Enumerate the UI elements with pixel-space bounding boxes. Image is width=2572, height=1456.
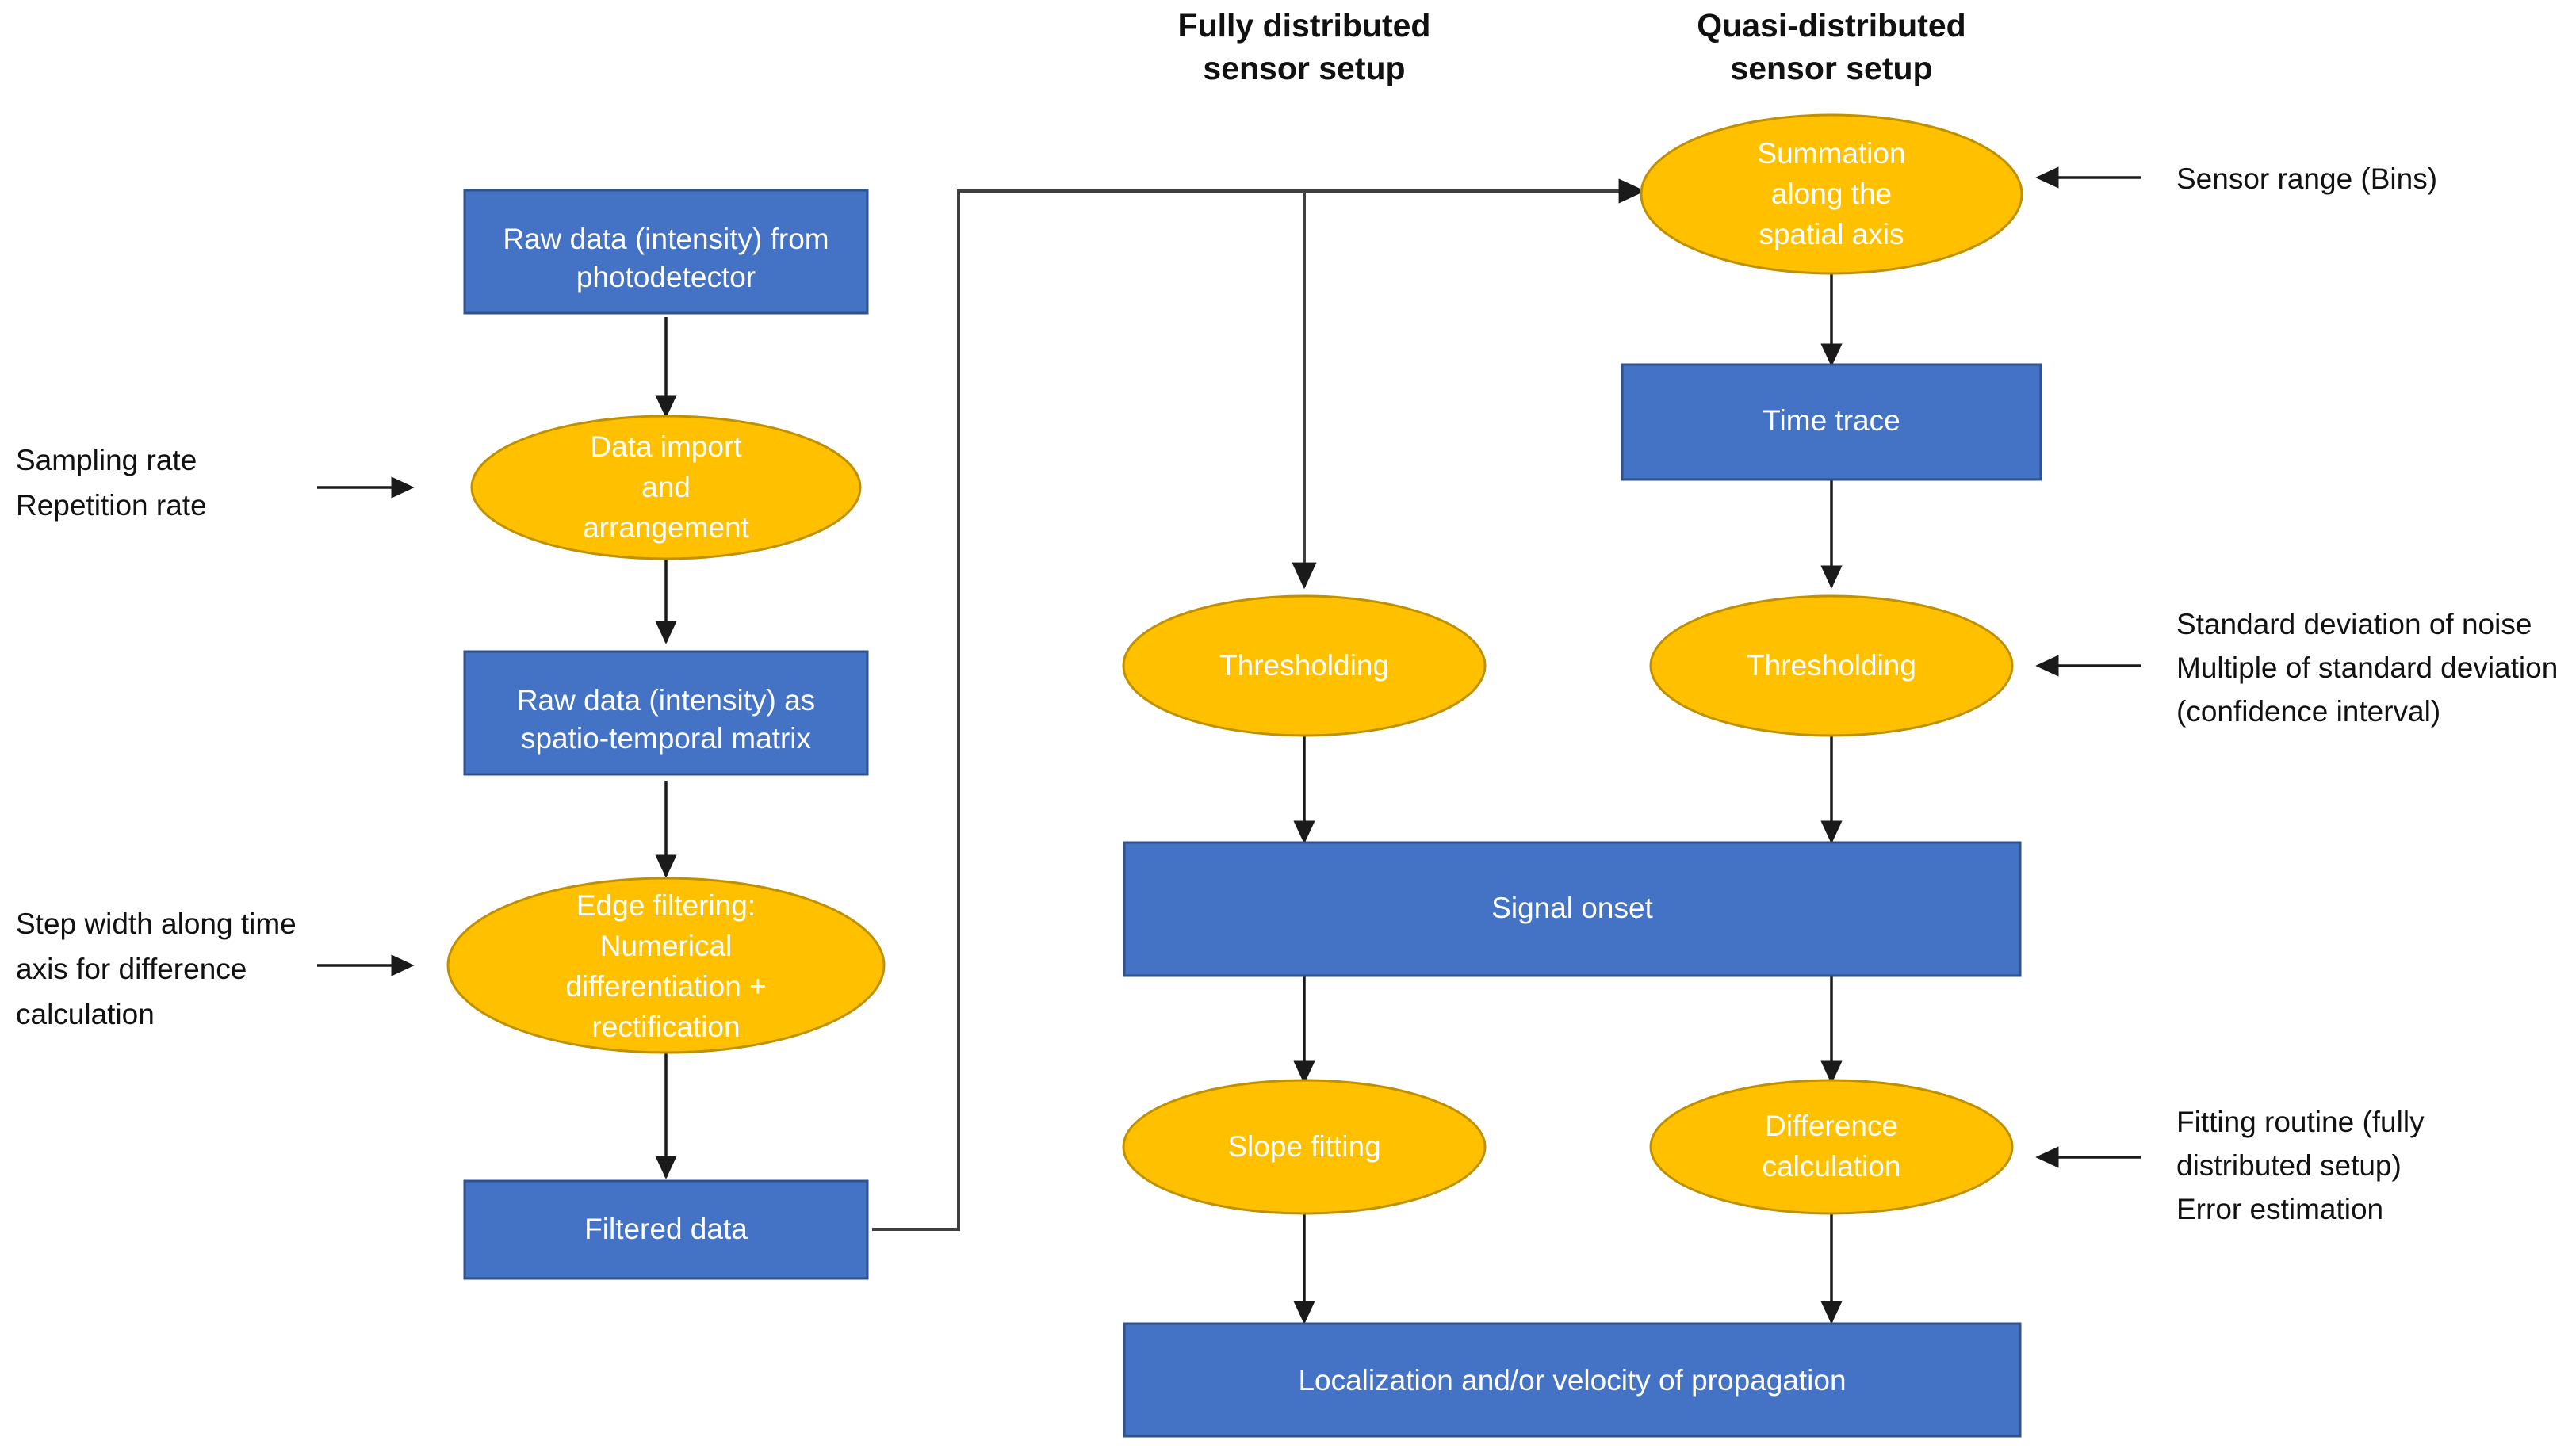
- annotation-sensor-range: Sensor range (Bins): [2035, 162, 2437, 195]
- column-header-quasi-line2: sensor setup: [1730, 50, 1932, 86]
- node-time-trace[interactable]: Time trace: [1621, 363, 2042, 481]
- node-filtered-data[interactable]: Filtered data: [463, 1179, 869, 1280]
- annotation-noise-std-line1: Standard deviation of noise: [2176, 608, 2532, 640]
- node-raw-data-matrix[interactable]: Raw data (intensity) as spatio-temporal …: [463, 650, 869, 776]
- annotation-step-width-line1: Step width along time: [16, 908, 297, 940]
- node-thresholding-quasi-label: Thresholding: [1747, 649, 1916, 682]
- annotation-step-width-line3: calculation: [16, 998, 155, 1030]
- annotation-noise-std: Standard deviation of noise Multiple of …: [2035, 608, 2558, 728]
- node-summation-spatial-axis[interactable]: Summation along the spatial axis: [1640, 113, 2023, 275]
- node-raw-data-photodetector-line1: Raw data (intensity) from: [503, 223, 829, 255]
- node-edge-filtering-line3: differentiation +: [565, 970, 766, 1003]
- column-header-quasi-line1: Quasi-distributed: [1697, 7, 1965, 44]
- annotation-fitting-routine: Fitting routine (fully distributed setup…: [2035, 1106, 2425, 1225]
- annotation-sampling-repetition-line1: Sampling rate: [16, 444, 197, 476]
- node-edge-filtering-line2: Numerical: [600, 930, 733, 962]
- node-time-trace-shape[interactable]: [1621, 363, 2042, 481]
- annotation-sampling-repetition: Sampling rate Repetition rate: [16, 444, 415, 522]
- node-localization-velocity[interactable]: Localization and/or velocity of propagat…: [1123, 1322, 2022, 1438]
- node-localization-velocity-label: Localization and/or velocity of propagat…: [1298, 1364, 1846, 1397]
- node-summation-spatial-axis-line2: along the: [1771, 178, 1892, 210]
- node-raw-data-photodetector-line2: photodetector: [576, 261, 756, 293]
- annotation-step-width-line2: axis for difference: [16, 953, 247, 985]
- node-difference-calculation[interactable]: Difference calculation: [1649, 1079, 2014, 1215]
- node-thresholding-fully-label: Thresholding: [1219, 649, 1389, 682]
- node-thresholding-quasi[interactable]: Thresholding: [1649, 594, 2014, 737]
- node-summation-spatial-axis-line1: Summation: [1757, 137, 1905, 170]
- annotation-noise-std-line3: (confidence interval): [2176, 695, 2440, 728]
- node-data-import-arrangement-line3: arrangement: [583, 511, 750, 544]
- column-header-quasi-distributed: Quasi-distributed sensor setup: [1697, 7, 1965, 86]
- node-thresholding-fully-shape[interactable]: [1122, 594, 1487, 737]
- node-localization-velocity-shape[interactable]: [1123, 1322, 2022, 1438]
- annotation-sensor-range-line1: Sensor range (Bins): [2176, 162, 2437, 195]
- node-edge-filtering-shape[interactable]: [446, 877, 886, 1054]
- column-header-fully-line2: sensor setup: [1203, 50, 1405, 86]
- node-signal-onset-shape[interactable]: [1123, 841, 2022, 977]
- node-filtered-data-shape[interactable]: [463, 1179, 869, 1280]
- annotation-sampling-repetition-line2: Repetition rate: [16, 489, 207, 522]
- connector-filtered-to-summation: [872, 178, 1646, 1231]
- node-summation-spatial-axis-line3: spatial axis: [1759, 218, 1904, 250]
- annotation-fitting-routine-line3: Error estimation: [2176, 1193, 2383, 1225]
- node-data-import-arrangement-shape[interactable]: [470, 415, 862, 560]
- node-raw-data-matrix-shape[interactable]: [463, 650, 869, 776]
- node-thresholding-fully[interactable]: Thresholding: [1122, 594, 1487, 737]
- node-raw-data-photodetector[interactable]: Raw data (intensity) from photodetector: [463, 189, 869, 315]
- node-difference-calculation-line2: calculation: [1763, 1150, 1901, 1183]
- node-signal-onset-label: Signal onset: [1491, 892, 1653, 924]
- node-data-import-arrangement-line2: and: [641, 471, 691, 503]
- node-difference-calculation-line1: Difference: [1765, 1110, 1898, 1142]
- node-data-import-arrangement-line1: Data import: [590, 430, 742, 463]
- annotation-noise-std-line2: Multiple of standard deviation: [2176, 652, 2558, 684]
- node-signal-onset[interactable]: Signal onset: [1123, 841, 2022, 977]
- node-filtered-data-label: Filtered data: [584, 1213, 748, 1245]
- node-time-trace-label: Time trace: [1763, 404, 1900, 437]
- node-edge-filtering[interactable]: Edge filtering: Numerical differentiatio…: [446, 877, 886, 1054]
- column-header-fully-distributed: Fully distributed sensor setup: [1178, 7, 1431, 86]
- node-difference-calculation-shape[interactable]: [1649, 1079, 2014, 1215]
- node-summation-spatial-axis-shape[interactable]: [1640, 113, 2023, 275]
- node-raw-data-matrix-line2: spatio-temporal matrix: [521, 722, 812, 755]
- annotation-step-width: Step width along time axis for differenc…: [16, 908, 415, 1030]
- node-data-import-arrangement[interactable]: Data import and arrangement: [470, 415, 862, 560]
- node-raw-data-photodetector-shape[interactable]: [463, 189, 869, 315]
- node-edge-filtering-line4: rectification: [591, 1011, 740, 1043]
- node-slope-fitting[interactable]: Slope fitting: [1122, 1079, 1487, 1215]
- column-header-fully-line1: Fully distributed: [1178, 7, 1431, 44]
- node-slope-fitting-shape[interactable]: [1122, 1079, 1487, 1215]
- node-edge-filtering-line1: Edge filtering:: [576, 889, 756, 922]
- annotation-fitting-routine-line1: Fitting routine (fully: [2176, 1106, 2425, 1138]
- node-thresholding-quasi-shape[interactable]: [1649, 594, 2014, 737]
- node-raw-data-matrix-line1: Raw data (intensity) as: [517, 684, 815, 717]
- node-slope-fitting-label: Slope fitting: [1227, 1130, 1380, 1163]
- annotation-fitting-routine-line2: distributed setup): [2176, 1149, 2402, 1182]
